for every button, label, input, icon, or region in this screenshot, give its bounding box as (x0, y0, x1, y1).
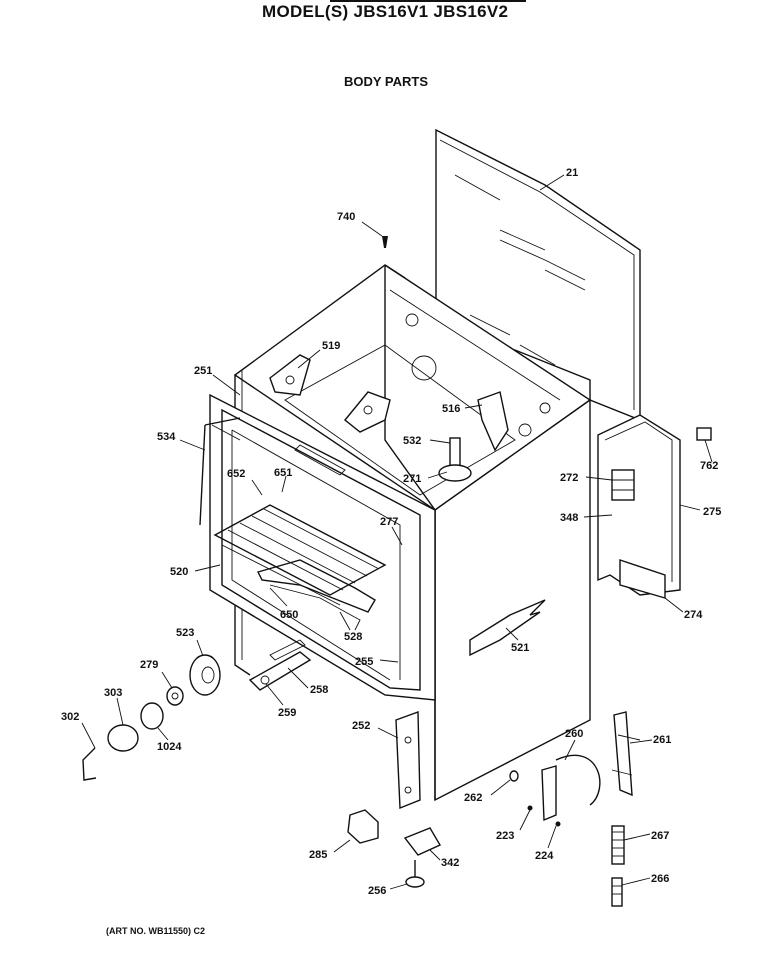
model-title: MODEL(S) JBS16V1 JBS16V2 (262, 2, 509, 21)
callout-258: 258 (310, 684, 328, 696)
callout-519: 519 (322, 340, 340, 352)
art-number: (ART NO. WB11550) C2 (106, 926, 206, 936)
part-bracket-285[interactable] (347, 809, 379, 844)
section-title: BODY PARTS (344, 74, 429, 89)
part-oven-sensor[interactable] (438, 437, 472, 482)
callout-303: 303 (104, 687, 122, 699)
part-terminal-block[interactable] (611, 469, 635, 501)
callout-650: 650 (280, 609, 298, 621)
callout-224: 224 (535, 850, 554, 862)
part-clip-762[interactable] (696, 427, 712, 441)
callout-342: 342 (441, 857, 459, 869)
part-leveling-leg[interactable] (405, 860, 425, 888)
part-lamp-base[interactable] (166, 686, 184, 706)
part-hinge-spring-267[interactable] (611, 825, 625, 865)
part-floor-bracket[interactable] (344, 391, 391, 433)
part-lens-retainer[interactable] (82, 747, 97, 781)
leader-lines (81, 174, 713, 890)
part-rear-panel-275[interactable] (597, 414, 681, 599)
part-hinge-pin-266[interactable] (611, 877, 623, 907)
part-slide-mount[interactable] (248, 639, 312, 691)
callout-520: 520 (170, 566, 188, 578)
callout-516: 516 (442, 403, 460, 415)
part-fastener-224[interactable] (555, 821, 561, 827)
callout-277: 277 (380, 516, 398, 528)
callout-275: 275 (703, 506, 721, 518)
callout-651: 651 (274, 467, 292, 479)
callout-274: 274 (684, 609, 703, 621)
part-oven-rack[interactable] (213, 504, 387, 606)
callout-271: 271 (403, 473, 421, 485)
callout-223: 223 (496, 830, 514, 842)
part-bracket-519[interactable] (269, 354, 311, 396)
part-top-panel[interactable] (435, 128, 641, 422)
callout-348: 348 (560, 512, 578, 524)
callout-740: 740 (337, 211, 355, 223)
callout-251: 251 (194, 365, 212, 377)
callout-259: 259 (278, 707, 296, 719)
callout-523: 523 (176, 627, 194, 639)
part-lamp-bulb[interactable] (140, 702, 164, 730)
callout-267: 267 (651, 830, 669, 842)
callout-762: 762 (700, 460, 718, 472)
callout-534: 534 (157, 431, 176, 443)
callout-652: 652 (227, 468, 245, 480)
callout-528: 528 (344, 631, 362, 643)
callout-256: 256 (368, 885, 386, 897)
title-rule (330, 0, 526, 2)
callout-262: 262 (464, 792, 482, 804)
part-side-panel-mark[interactable] (469, 599, 546, 657)
part-bracket-252[interactable] (395, 711, 421, 810)
part-oven-gasket[interactable] (199, 417, 241, 526)
callout-532: 532 (403, 435, 421, 447)
part-bracket-516[interactable] (477, 391, 509, 452)
callout-272: 272 (560, 472, 578, 484)
part-door-hinge-260[interactable] (541, 754, 601, 822)
callout-252: 252 (352, 720, 370, 732)
callout-21: 21 (566, 167, 578, 179)
callout-261: 261 (653, 734, 671, 746)
callout-302: 302 (61, 711, 79, 723)
part-screw-740[interactable] (382, 236, 388, 248)
part-fastener-262[interactable] (509, 770, 519, 782)
part-oven-front-frame[interactable] (209, 393, 436, 701)
callout-255: 255 (355, 656, 373, 668)
callout-279: 279 (140, 659, 158, 671)
callout-1024: 1024 (157, 741, 182, 753)
part-bake-element[interactable] (256, 559, 376, 631)
part-leveling-bracket[interactable] (403, 827, 441, 856)
callout-266: 266 (651, 873, 669, 885)
callout-260: 260 (565, 728, 583, 740)
part-lamp-lens[interactable] (107, 724, 139, 752)
callout-521: 521 (511, 642, 529, 654)
callout-285: 285 (309, 849, 327, 861)
part-hinge-261[interactable] (611, 711, 641, 797)
part-fastener-223[interactable] (527, 805, 533, 811)
part-lamp-receptacle[interactable] (189, 654, 221, 696)
